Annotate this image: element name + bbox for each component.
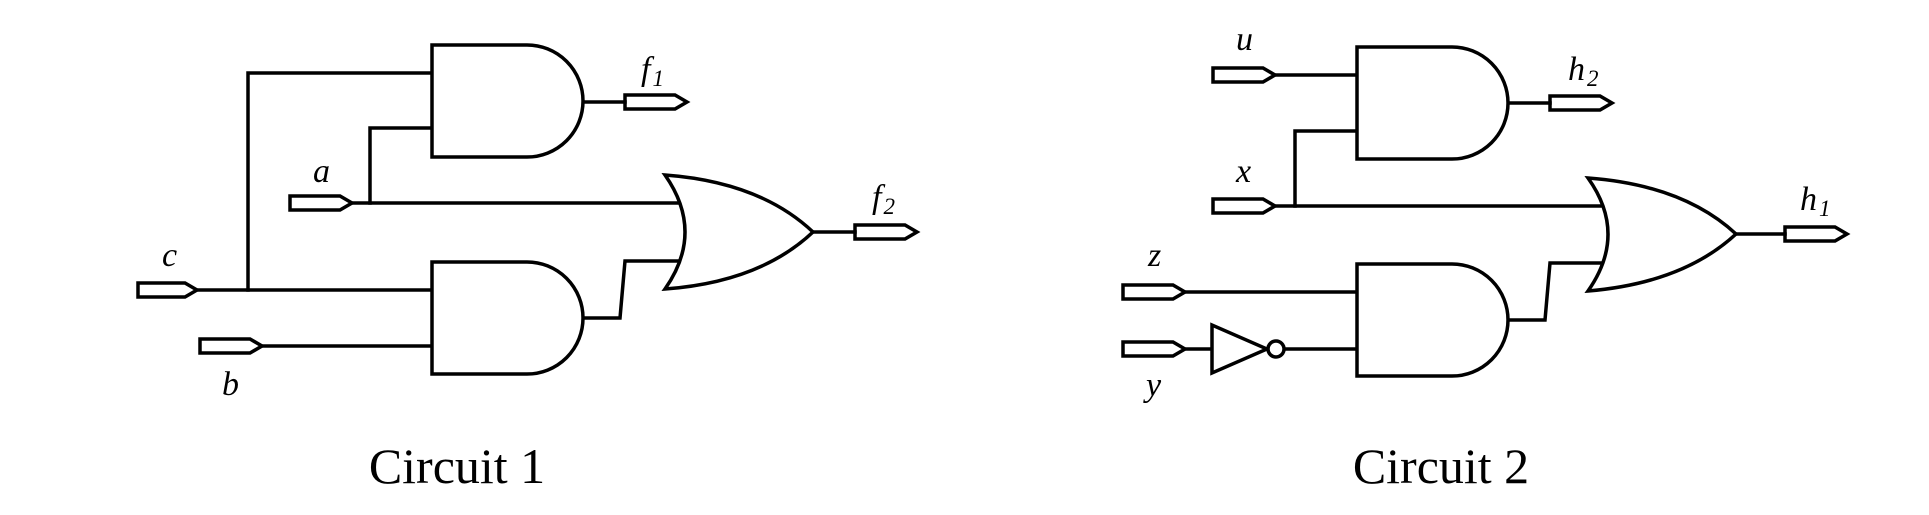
circuit-1: c a b f1 f2 Circuit 1 xyxy=(136,43,921,494)
and-gate-upper xyxy=(1355,45,1510,161)
label-output-f1: f1 xyxy=(641,51,664,91)
label-output-h2: h2 xyxy=(1568,51,1599,91)
label-output-f2: f2 xyxy=(872,179,895,219)
input-port-u xyxy=(1211,66,1279,84)
label-input-u: u xyxy=(1236,21,1253,58)
input-port-y xyxy=(1121,340,1189,358)
not-gate xyxy=(1210,322,1272,376)
caption-circuit-1: Circuit 1 xyxy=(369,438,545,494)
circuit-2: u x z y h2 h1 Circuit 2 xyxy=(1121,21,1851,494)
label-input-x: x xyxy=(1235,153,1251,190)
input-port-a xyxy=(288,194,356,212)
input-port-c xyxy=(136,281,201,299)
label-input-b: b xyxy=(222,366,239,403)
or-gate xyxy=(661,172,816,292)
input-port-z xyxy=(1121,283,1189,301)
input-port-b xyxy=(198,337,266,355)
output-port-f1 xyxy=(623,93,691,111)
caption-circuit-2: Circuit 2 xyxy=(1353,438,1529,494)
wire-x-to-and-upper xyxy=(1293,129,1359,208)
output-port-h2 xyxy=(1548,94,1616,112)
not-gate-bubble xyxy=(1266,339,1286,359)
and-gate-lower xyxy=(1355,262,1510,378)
wire-c-to-and-upper xyxy=(246,71,434,292)
label-input-a: a xyxy=(313,153,330,190)
output-port-f2 xyxy=(853,223,921,241)
output-port-h1 xyxy=(1783,225,1851,243)
and-gate-upper xyxy=(430,43,585,159)
wire-a-to-and-upper xyxy=(368,126,434,205)
wire-and-lower-to-or xyxy=(1506,261,1602,322)
input-port-x xyxy=(1211,197,1279,215)
label-input-c: c xyxy=(162,237,177,274)
wire-and-lower-to-or xyxy=(581,259,684,320)
label-input-z: z xyxy=(1147,237,1161,274)
label-input-y: y xyxy=(1143,367,1162,404)
or-gate xyxy=(1584,175,1739,294)
and-gate-lower xyxy=(430,260,585,376)
label-output-h1: h1 xyxy=(1800,181,1831,221)
